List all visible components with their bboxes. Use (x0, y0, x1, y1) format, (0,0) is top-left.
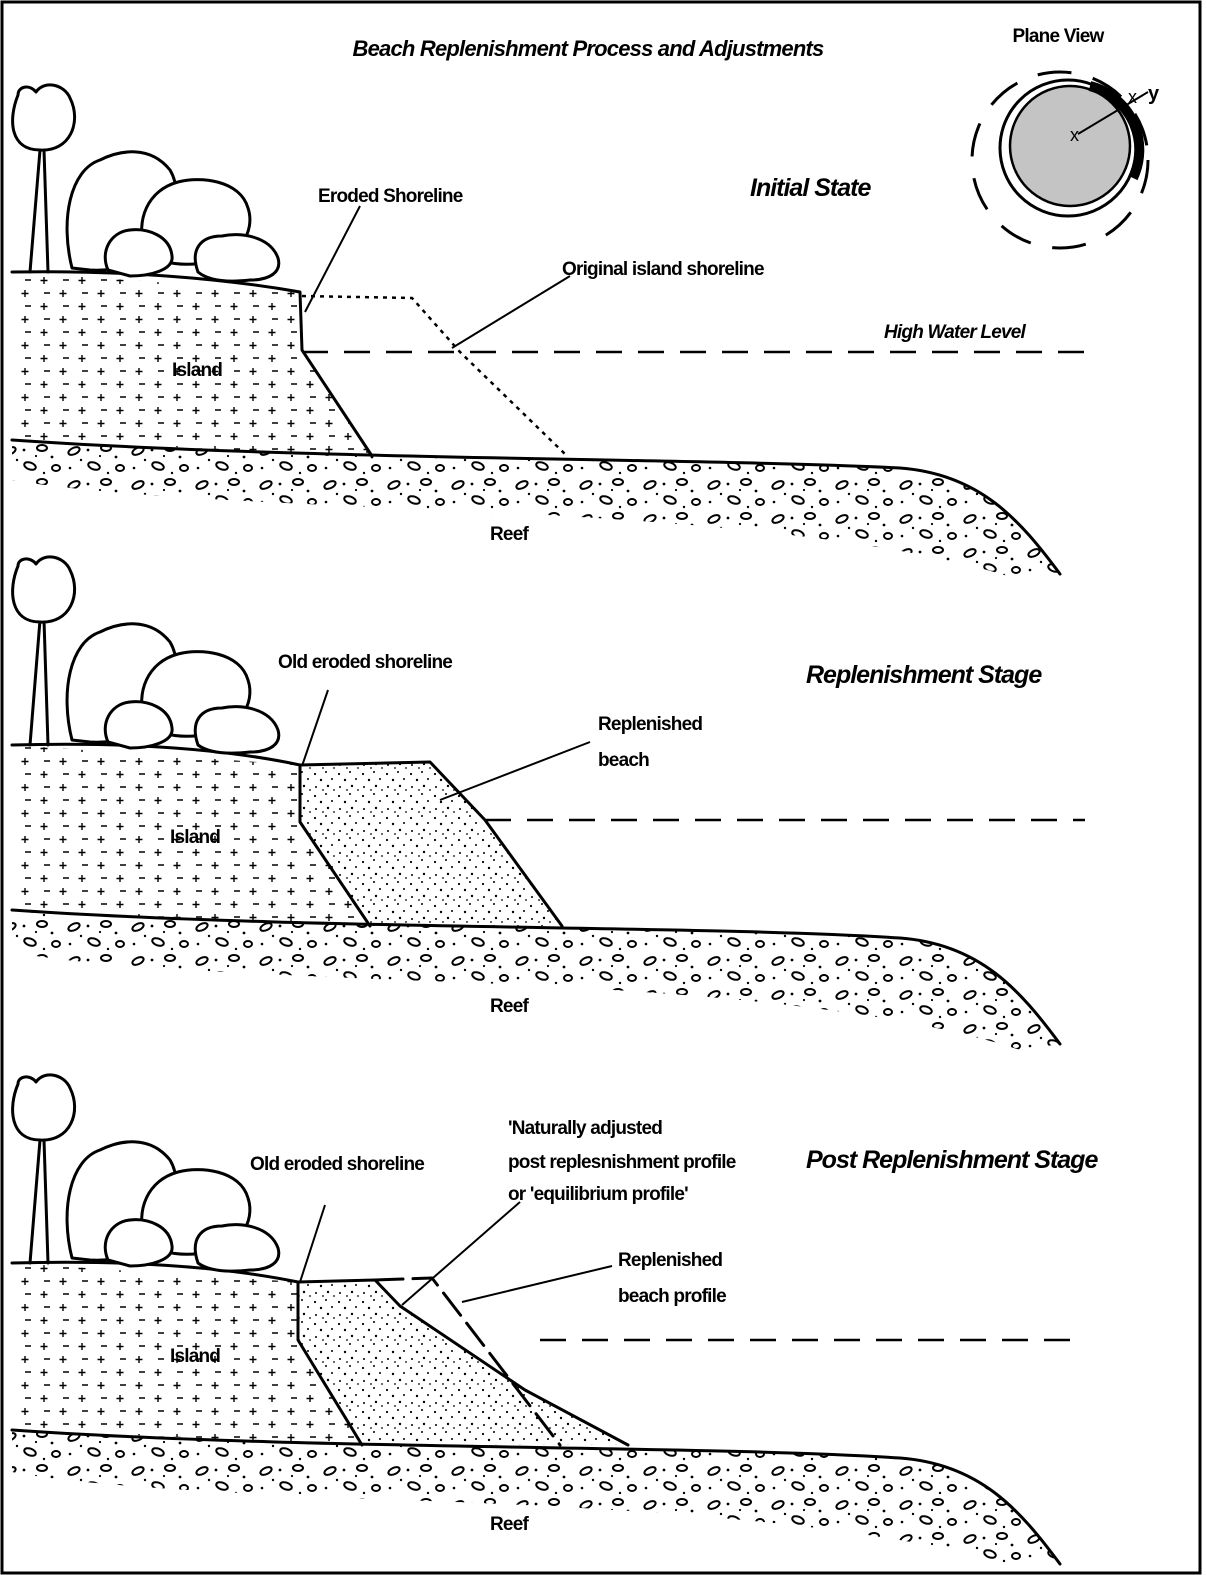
tree-canopy (195, 1225, 279, 1271)
old-eroded-shoreline-label: Old eroded shoreline (278, 652, 452, 673)
tree-trunk (30, 620, 48, 745)
vegetation-trees (13, 85, 279, 281)
old-eroded-shoreline-leader (300, 1205, 325, 1282)
tree-canopy (195, 707, 279, 753)
replenished-profile-label-line1: Replenished (618, 1250, 722, 1271)
plane-view-y-mark: y (1148, 83, 1160, 105)
replenished-beach-label-line1: Replenished (598, 714, 702, 735)
plane-view-x-mark-outer: x (1128, 87, 1137, 107)
tree-trunk (30, 1140, 48, 1263)
stage-label: Replenishment Stage (806, 661, 1042, 689)
stage-label: Initial State (750, 174, 871, 202)
vegetation-trees (13, 557, 279, 753)
tree-canopy (105, 702, 172, 748)
plane-view-x-mark: x (1070, 125, 1079, 145)
eroded-shoreline-label: Eroded Shoreline (318, 186, 463, 207)
diagram-title: Beach Replenishment Process and Adjustme… (353, 36, 824, 61)
tree-canopy (105, 230, 172, 276)
equilibrium-profile-leader (402, 1202, 520, 1305)
vegetation-trees (13, 1075, 279, 1271)
replenished-profile-leader (462, 1266, 612, 1302)
island-label: Island (170, 1346, 220, 1367)
reef-body (12, 440, 1060, 580)
plane-view-island-disc (1010, 86, 1130, 206)
high-water-level-label: High Water Level (884, 322, 1027, 343)
tree-canopy (105, 1220, 172, 1266)
tree-canopy (195, 235, 279, 281)
reef-label: Reef (490, 524, 529, 545)
replenished-beach-label-line2: beach (598, 750, 649, 771)
tree-canopy (13, 557, 75, 622)
island-label: Island (170, 827, 220, 848)
plane-view: Plane View x x y (972, 26, 1160, 248)
panel-initial-state: Eroded Shoreline Original island shoreli… (12, 85, 1085, 580)
island-label: Island (172, 360, 222, 381)
reef-body (12, 1430, 1060, 1568)
panel-post-replenishment-stage: Old eroded shoreline 'Naturally adjusted… (12, 1075, 1098, 1568)
original-shoreline-leader (452, 276, 570, 348)
old-eroded-shoreline-label: Old eroded shoreline (250, 1154, 424, 1175)
replenished-beach-leader (440, 742, 590, 800)
reef-label: Reef (490, 1514, 529, 1535)
original-shoreline-label: Original island shoreline (562, 259, 764, 280)
tree-canopy (13, 85, 75, 150)
plane-view-label: Plane View (1013, 26, 1105, 47)
adjusted-profile-label-line3: or 'equilibrium profile' (508, 1184, 688, 1205)
old-eroded-shoreline-leader (302, 690, 328, 766)
panel-replenishment-stage: Old eroded shoreline Replenished beach R… (12, 557, 1085, 1050)
reef-body (12, 910, 1060, 1050)
reef-label: Reef (490, 996, 529, 1017)
tree-trunk (30, 150, 48, 272)
adjusted-profile-label-line2: post replesnishment profile (508, 1152, 736, 1173)
replenished-profile-label-line2: beach profile (618, 1286, 726, 1307)
tree-canopy (13, 1075, 75, 1140)
adjusted-profile-label-line1: 'Naturally adjusted (508, 1118, 662, 1139)
stage-label: Post Replenishment Stage (806, 1146, 1098, 1174)
